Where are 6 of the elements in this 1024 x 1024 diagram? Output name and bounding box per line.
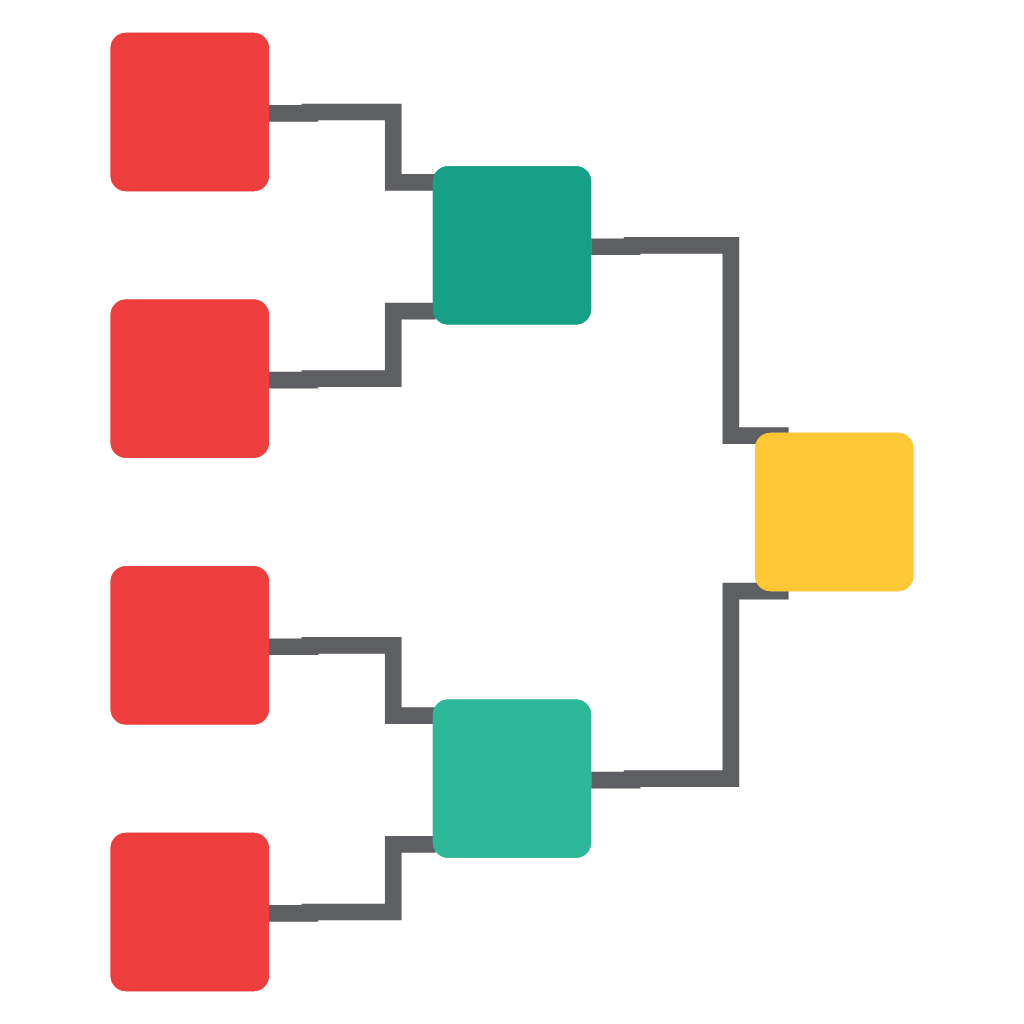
- connector: [268, 302, 436, 389]
- connector: [268, 103, 436, 191]
- connector: [268, 836, 436, 922]
- connector: [591, 237, 789, 444]
- connector: [268, 637, 436, 725]
- connector: [591, 582, 789, 789]
